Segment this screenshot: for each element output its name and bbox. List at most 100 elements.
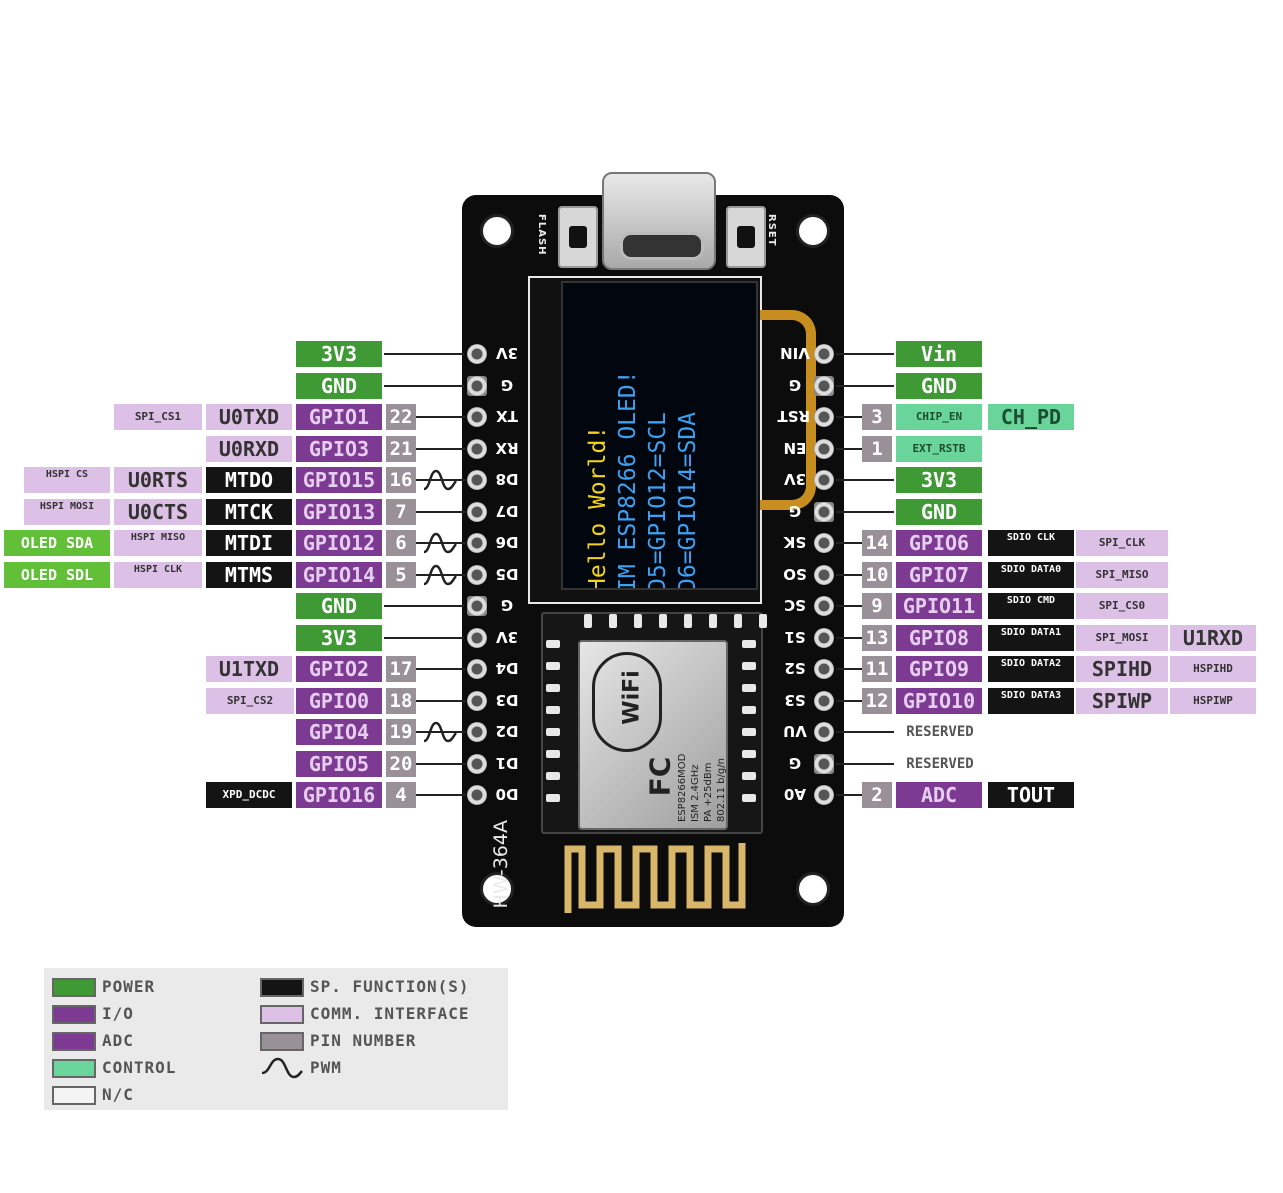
header-pin-right <box>814 470 834 490</box>
module-pad <box>546 728 560 736</box>
module-pad <box>742 706 756 714</box>
module-pad <box>659 614 667 628</box>
gpio-label: GPIO13 <box>296 498 382 525</box>
legend-swatch <box>52 1086 96 1105</box>
pin-silk-right: G <box>788 753 802 772</box>
power-label: 3V3 <box>896 467 982 493</box>
pin-silk-left: D1 <box>495 753 519 772</box>
module-pad <box>546 750 560 758</box>
comm-interface: SPI_CS2 <box>206 687 294 714</box>
header-pin-right <box>814 722 834 742</box>
fc-logo: FC <box>643 756 677 797</box>
pin-silk-left: D2 <box>495 722 519 740</box>
oled-line: D5=GPIO12=SCL <box>645 411 671 590</box>
module-pad <box>609 614 617 628</box>
special-function: SDIO DATA2 <box>988 656 1074 682</box>
header-pin-left <box>467 375 487 396</box>
connector-line <box>836 479 894 481</box>
header-pin-right <box>814 596 834 616</box>
power-label: GND <box>896 372 982 399</box>
comm-interface: HSPIWP <box>1170 687 1256 714</box>
connector-line <box>836 510 894 513</box>
oled-label: OLED SDA <box>4 530 110 556</box>
module-pad <box>742 750 756 758</box>
gpio-label: GPIO12 <box>296 530 382 556</box>
connector-line <box>836 447 862 450</box>
gpio-label: GPIO15 <box>296 467 382 493</box>
header-pin-right <box>814 501 834 522</box>
control-label: CHIP_EN <box>896 404 982 430</box>
module-pad <box>584 614 592 628</box>
control-label: CH_PD <box>988 404 1074 430</box>
header-pin-left <box>467 785 487 805</box>
module-pad <box>742 640 756 648</box>
pin-silk-right: 3V <box>783 470 807 488</box>
header-pin-left <box>467 407 487 427</box>
module-pad <box>546 662 560 670</box>
connector-line <box>384 605 464 607</box>
header-pin-right <box>814 564 834 585</box>
special-function: MTDO <box>206 467 292 493</box>
special-function: SDIO DATA3 <box>988 687 1074 714</box>
pin-silk-right: G <box>788 375 802 394</box>
comm-interface: HSPI CLK <box>114 561 202 588</box>
pin-silk-right: VU <box>783 722 807 740</box>
usb-c-connector <box>602 172 716 270</box>
pwm-icon <box>422 530 458 556</box>
module-pad <box>546 706 560 714</box>
header-pin-right <box>814 375 834 396</box>
connector-line <box>416 447 466 450</box>
connector-line <box>836 353 894 355</box>
pin-silk-right: EN <box>783 438 807 457</box>
connector-line <box>836 542 862 544</box>
connector-line <box>836 794 862 796</box>
power-label: 3V3 <box>296 341 382 367</box>
connector-line <box>416 416 466 418</box>
pin-silk-left: D6 <box>495 533 519 551</box>
pin-number: 19 <box>386 719 416 745</box>
pin-number: 4 <box>386 782 416 808</box>
comm-interface: SPI_MOSI <box>1076 624 1168 651</box>
comm-interface: SPIWP <box>1076 687 1168 714</box>
power-label: GND <box>296 593 382 619</box>
oled-line: Hello World! <box>585 425 611 590</box>
legend-label: SP. FUNCTION(S) <box>310 977 470 996</box>
pin-number: 5 <box>386 561 416 588</box>
comm-interface: SPI_CS1 <box>114 404 202 430</box>
legend-label: COMM. INTERFACE <box>310 1004 470 1023</box>
mounting-hole <box>796 214 830 248</box>
module-text-line: PA +25dBm <box>703 762 714 822</box>
pin-silk-right: VIN <box>780 344 810 362</box>
module-pad <box>634 614 642 628</box>
module-pad <box>742 662 756 670</box>
legend-swatch <box>52 1032 96 1051</box>
board-model-label: HW-364A <box>490 820 512 909</box>
legend-swatch <box>260 1032 304 1051</box>
pin-silk-left: 3V <box>495 344 519 362</box>
module-pad <box>742 728 756 736</box>
pin-silk-left: D5 <box>495 564 519 583</box>
oled-line: IM ESP8266 OLED! <box>615 370 641 590</box>
module-pad <box>546 684 560 692</box>
gpio-label: GPIO0 <box>296 687 382 714</box>
header-pin-left <box>467 659 487 679</box>
legend-label: CONTROL <box>102 1058 177 1077</box>
header-pin-left <box>467 501 487 522</box>
header-pin-right <box>814 659 834 679</box>
oled-text: Hello World!IM ESP8266 OLED!D5=GPIO12=SC… <box>583 283 743 590</box>
pin-silk-left: D0 <box>495 785 519 803</box>
module-pad <box>546 640 560 648</box>
header-pin-right <box>814 690 834 711</box>
legend-label: PIN NUMBER <box>310 1031 417 1050</box>
special-function: XPD_DCDC <box>206 782 292 808</box>
header-pin-left <box>467 344 487 364</box>
comm-interface: HSPIHD <box>1170 656 1256 682</box>
pin-silk-left: RX <box>495 438 519 457</box>
pin-silk-left: 3V <box>495 627 519 646</box>
module-text-line: 802.11 b/g/n <box>716 758 727 822</box>
connector-line <box>836 636 862 639</box>
comm-interface: HSPI MISO <box>114 530 202 556</box>
connector-line <box>836 699 862 702</box>
legend-swatch <box>52 1005 96 1024</box>
